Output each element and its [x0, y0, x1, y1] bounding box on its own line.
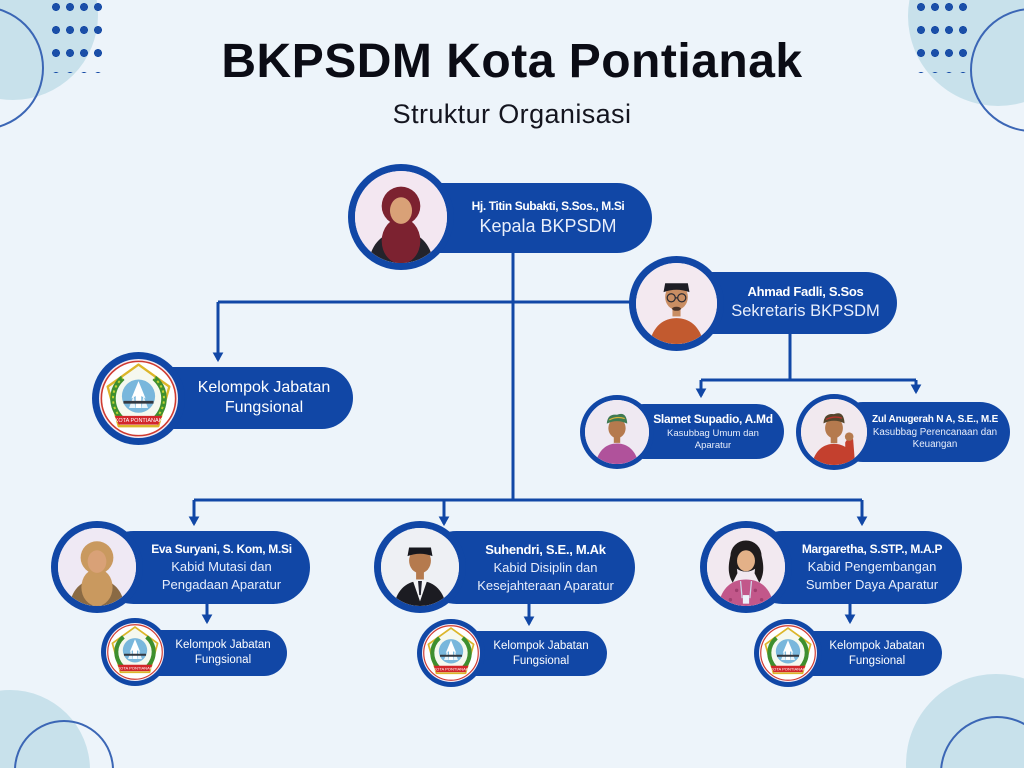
kjf-main-logo-frame: KOTA PONTIANAK — [99, 359, 178, 438]
kabid-disiplin-role-line1: Kabid Disiplin dan — [493, 560, 598, 576]
kjf-main-line1: Kelompok Jabatan — [197, 379, 331, 396]
kabid-pengembangan-role-line1: Kabid Pengembangan — [807, 559, 937, 575]
kepala-photo-frame — [355, 171, 447, 263]
kjf-sub-2-line1: Kelompok Jabatan — [493, 639, 589, 652]
kasubbag-perencanaan-photo-frame — [801, 399, 867, 465]
kasubbag-umum-role: Kasubbag Umum dan Aparatur — [667, 428, 759, 451]
kjf-sub-1-logo-frame: KOTA PONTIANAK — [106, 623, 164, 681]
kjf-sub-2-logo: KOTA PONTIANAK — [417, 619, 485, 687]
kjf-sub-3-line2: Fungsional — [848, 654, 906, 667]
sekretaris-photo — [629, 256, 724, 351]
kabid-mutasi-role-line2: Pengadaan Aparatur — [161, 577, 282, 592]
svg-text:KOTA PONTIANAK: KOTA PONTIANAK — [115, 418, 163, 424]
kjf-sub-2-logo-frame: KOTA PONTIANAK — [422, 624, 480, 682]
kasubbag-umum-avatar-icon — [585, 400, 649, 464]
kabid-pengembangan-role-line2: Sumber Daya Aparatur — [805, 577, 939, 592]
kjf-sub-3-logo: KOTA PONTIANAK — [754, 619, 822, 687]
svg-text:KOTA PONTIANAK: KOTA PONTIANAK — [117, 665, 152, 670]
kepala-avatar-icon — [355, 171, 447, 263]
kabid-disiplin-photo-frame — [381, 528, 459, 606]
kjf-main-logo: KOTA PONTIANAK — [92, 352, 185, 445]
sekretaris-name: Ahmad Fadli, S.Sos — [747, 284, 864, 300]
kabid-pengembangan-photo-frame — [707, 528, 785, 606]
kasubbag-perencanaan-name: Zul Anugerah N A, S.E., M.E — [871, 413, 999, 425]
kabid-pengembangan-photo — [700, 521, 792, 613]
kjf-main-line2: Fungsional — [224, 399, 304, 416]
sekretaris-role: Sekretaris BKPSDM — [731, 301, 880, 320]
kjf-sub-1-line2: Fungsional — [194, 654, 252, 666]
dot-grid-top-left — [52, 3, 108, 73]
kabid-disiplin-photo — [374, 521, 466, 613]
kepala-photo — [348, 164, 454, 270]
kabid-mutasi-avatar-icon — [58, 528, 136, 606]
kabid-mutasi-role-line1: Kabid Mutasi dan — [171, 559, 272, 575]
kepala-name: Hj. Titin Subakti, S.Sos., M.Si — [471, 198, 625, 213]
pontianak-emblem-icon: KOTA PONTIANAK — [100, 360, 177, 437]
page-title: BKPSDM Kota Pontianak — [221, 35, 803, 88]
kabid-disiplin-name: Suhendri, S.E., M.Ak — [485, 541, 606, 557]
kasubbag-perencanaan-role: Kasubbag Perencanaan dan Keuangan — [872, 427, 998, 450]
pontianak-emblem-icon: KOTA PONTIANAK — [107, 624, 163, 680]
sekretaris-photo-frame — [636, 263, 717, 344]
kjf-sub-3-line1: Kelompok Jabatan — [829, 639, 925, 652]
dot-grid-top-right — [917, 3, 973, 73]
kjf-sub-3-logo-frame: KOTA PONTIANAK — [759, 624, 817, 682]
kabid-disiplin-role-line2: Kesejahteraan Aparatur — [477, 577, 614, 593]
kasubbag-umum-name: Slamet Supadio, A.Md — [653, 412, 773, 427]
kjf-sub-1-line1: Kelompok Jabatan — [175, 639, 271, 652]
kabid-pengembangan-name: Margaretha, S.STP., M.A.P — [801, 542, 943, 557]
kabid-disiplin-avatar-icon — [381, 528, 459, 606]
kasubbag-perencanaan-photo — [796, 394, 872, 470]
page-subtitle: Struktur Organisasi — [392, 99, 632, 129]
pontianak-emblem-icon: KOTA PONTIANAK — [760, 625, 816, 681]
kabid-mutasi-name: Eva Suryani, S. Kom, M.Si — [151, 542, 292, 557]
pontianak-emblem-icon: KOTA PONTIANAK — [423, 625, 479, 681]
kjf-sub-1-logo: KOTA PONTIANAK — [101, 618, 169, 686]
svg-text:KOTA PONTIANAK: KOTA PONTIANAK — [433, 666, 468, 671]
kasubbag-umum-photo — [580, 395, 654, 469]
kepala-role: Kepala BKPSDM — [479, 215, 617, 236]
kabid-mutasi-photo-frame — [58, 528, 136, 606]
kabid-mutasi-photo — [51, 521, 143, 613]
kabid-pengembangan-avatar-icon — [707, 528, 785, 606]
svg-text:KOTA PONTIANAK: KOTA PONTIANAK — [770, 666, 805, 671]
sekretaris-avatar-icon — [636, 263, 717, 344]
kasubbag-umum-photo-frame — [585, 400, 649, 464]
kjf-sub-2-line2: Fungsional — [512, 654, 570, 667]
kasubbag-perencanaan-avatar-icon — [801, 399, 867, 465]
